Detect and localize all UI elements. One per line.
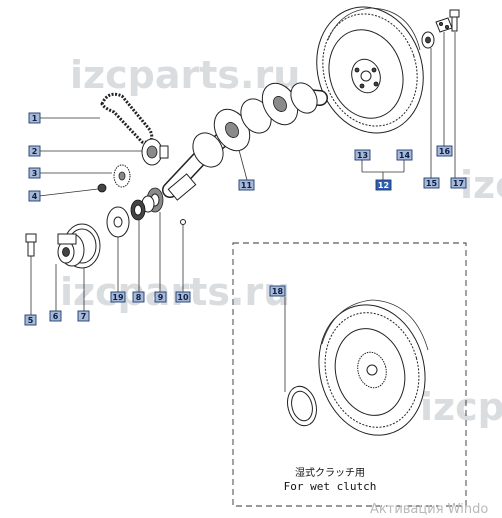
svg-text:6: 6 — [53, 312, 59, 321]
crankshaft-drawing — [162, 82, 328, 201]
callout-18[interactable]: 18 — [269, 285, 286, 297]
svg-text:17: 17 — [453, 179, 464, 188]
callout-11[interactable]: 11 — [238, 179, 255, 191]
callout-6[interactable]: 6 — [49, 310, 62, 322]
callout-3[interactable]: 3 — [28, 167, 41, 179]
callout-2[interactable]: 2 — [28, 145, 41, 157]
svg-text:3: 3 — [32, 169, 38, 178]
watermark-right-bottom: izcp — [420, 385, 502, 429]
callout-14[interactable]: 14 — [396, 149, 413, 161]
callout-8[interactable]: 8 — [132, 291, 145, 303]
wet-clutch-inset: 湿式クラッチ用 For wet clutch — [232, 242, 467, 507]
oil-seal-drawing — [130, 199, 146, 221]
svg-text:19: 19 — [112, 293, 124, 302]
key-drawing — [97, 183, 107, 193]
callout-10[interactable]: 10 — [175, 291, 191, 303]
callout-1[interactable]: 1 — [28, 112, 41, 124]
windows-activation-overlay: Активация Windo — [370, 502, 488, 517]
svg-text:4: 4 — [32, 192, 38, 201]
svg-text:13: 13 — [357, 151, 368, 160]
flywheel-drawing — [316, 6, 424, 134]
svg-text:10: 10 — [177, 293, 189, 302]
svg-text:14: 14 — [399, 151, 411, 160]
callout-9[interactable]: 9 — [154, 291, 167, 303]
callout-12[interactable]: 12 — [375, 179, 392, 191]
flywheel-bolts-drawing — [421, 9, 460, 49]
callout-15[interactable]: 15 — [423, 177, 440, 189]
washer-drawing — [106, 206, 130, 238]
crank-pulley-drawing — [57, 223, 101, 269]
svg-text:12: 12 — [378, 181, 389, 190]
callout-4[interactable]: 4 — [28, 190, 41, 202]
front-seal-drawing — [141, 187, 164, 213]
watermark-right-top: izcp — [460, 163, 502, 207]
callout-17[interactable]: 17 — [450, 177, 467, 189]
svg-text:11: 11 — [241, 181, 253, 190]
svg-text:5: 5 — [28, 316, 34, 325]
callout-5[interactable]: 5 — [24, 314, 37, 326]
svg-text:8: 8 — [136, 293, 142, 302]
callout-7[interactable]: 7 — [77, 310, 90, 322]
inset-caption-english: For wet clutch — [284, 480, 377, 493]
svg-text:15: 15 — [426, 179, 438, 188]
watermark-top: izcparts.ru — [70, 53, 300, 97]
leader-lines — [30, 32, 456, 392]
svg-text:9: 9 — [158, 293, 164, 302]
oil-pump-gear-drawing — [113, 164, 131, 188]
crank-gear-drawing — [141, 138, 169, 166]
svg-text:7: 7 — [81, 312, 87, 321]
watermark-bottom: izcparts.ru — [60, 270, 290, 314]
timing-belt-drawing — [100, 92, 154, 144]
svg-text:16: 16 — [439, 147, 451, 156]
inset-caption-japanese: 湿式クラッチ用 — [295, 466, 365, 479]
callout-16[interactable]: 16 — [436, 145, 453, 157]
callout-13[interactable]: 13 — [354, 149, 371, 161]
pulley-bolt-drawing — [25, 233, 37, 257]
svg-text:2: 2 — [32, 147, 38, 156]
o-ring-drawing — [180, 219, 186, 225]
callout-19[interactable]: 19 — [110, 291, 126, 303]
svg-text:18: 18 — [272, 287, 284, 296]
svg-text:1: 1 — [32, 114, 38, 123]
